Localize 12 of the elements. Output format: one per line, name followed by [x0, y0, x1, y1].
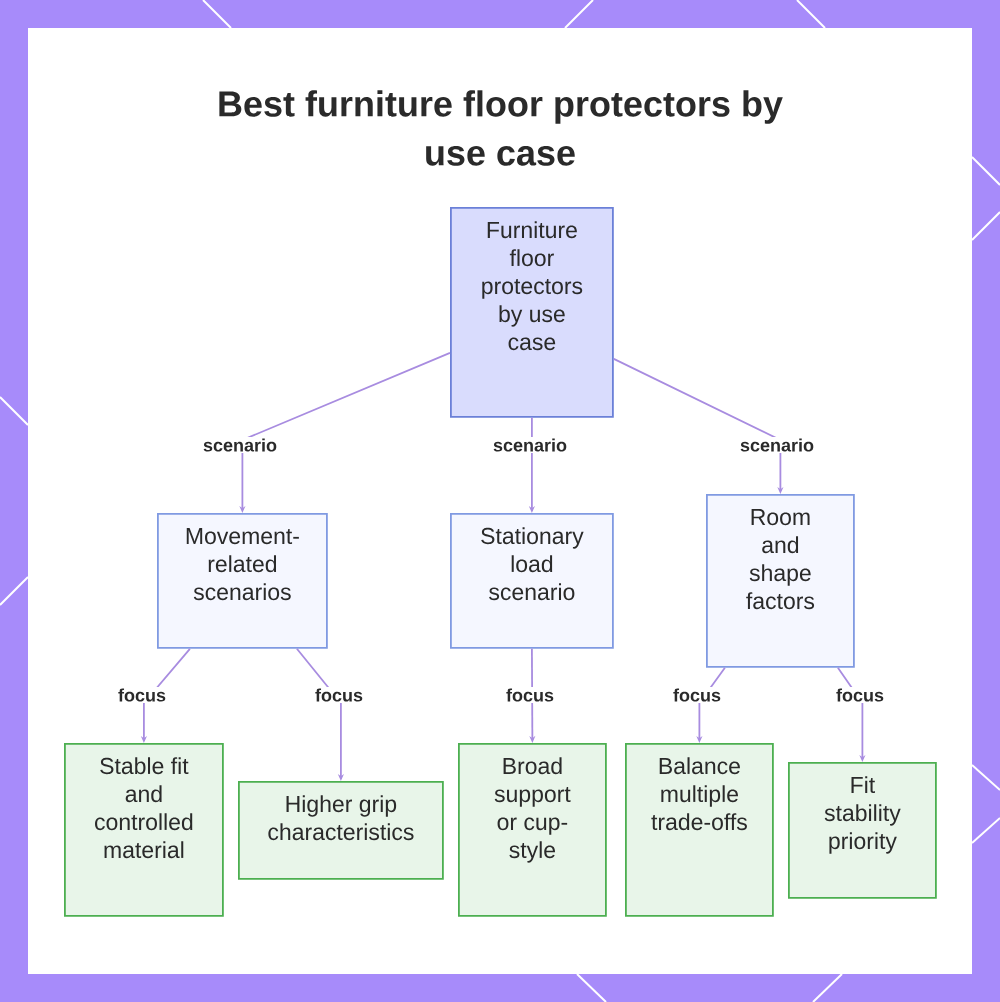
leaf-box: Broad support or cup-style: [458, 743, 607, 917]
category-box: Movement-related scenarios: [157, 513, 328, 649]
category-box: Stationary load scenario: [450, 513, 614, 649]
arrow: [612, 358, 784, 494]
leaf-box: Fit stability priority: [788, 762, 937, 899]
leaf-box: Higher grip characteristics: [238, 781, 444, 880]
leaf-box: Stable fit and controlled material: [64, 743, 224, 917]
category-box: Room and shape factors: [706, 494, 855, 668]
leaf-box: Balance multiple trade-offs: [625, 743, 774, 917]
title: Best furniture floor protectors by use case: [219, 90, 783, 166]
root-box: Furniture floor protectors by use case: [450, 207, 614, 418]
arrow: [296, 647, 344, 781]
